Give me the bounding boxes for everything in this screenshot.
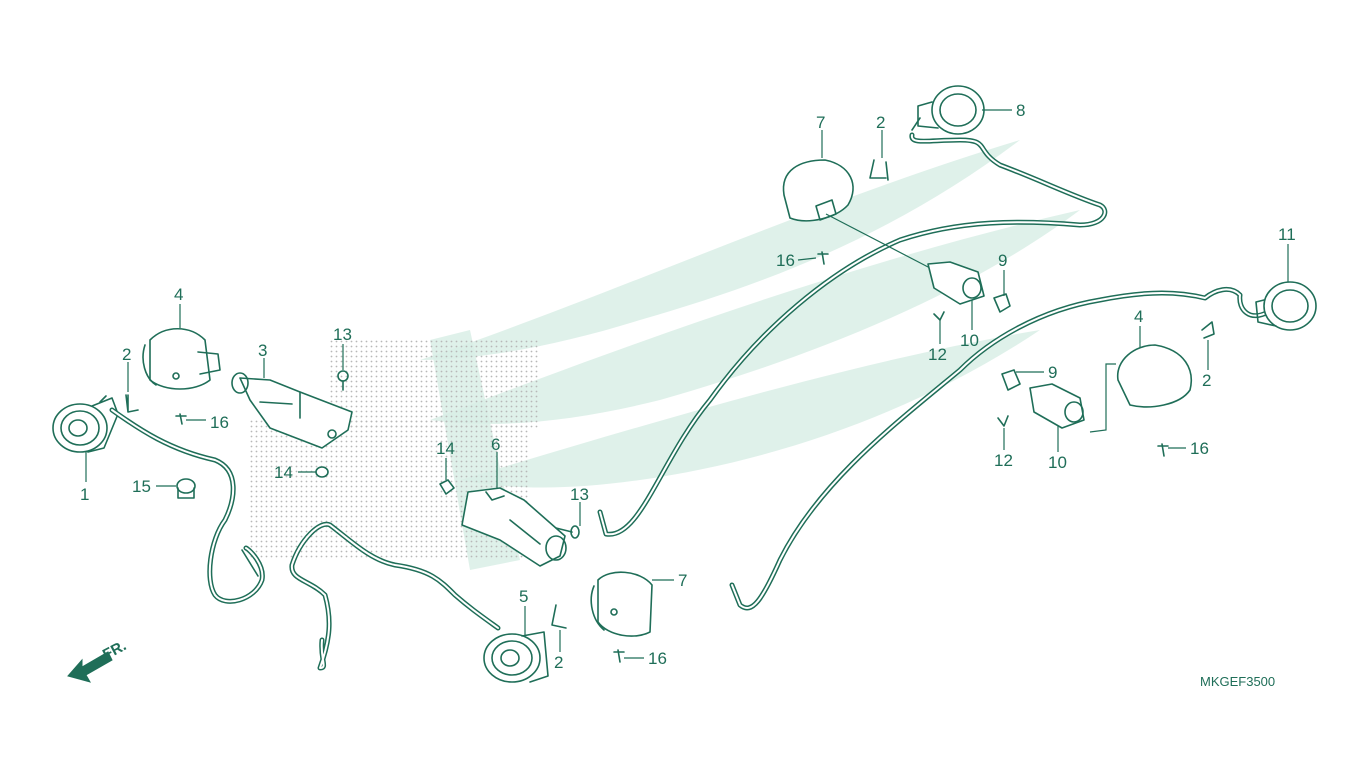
screw-12-upper (933, 311, 945, 321)
callout-2-left: 2 (122, 345, 131, 364)
screw-16-right (1157, 443, 1169, 457)
callout-14-center: 14 (436, 439, 455, 458)
clip-bracket-upper (869, 159, 889, 181)
watermark-wing-lower (460, 330, 1040, 488)
rear-upper-lens-cover (782, 159, 854, 222)
callout-15: 15 (132, 477, 151, 496)
screw-16-upper (817, 251, 829, 265)
rear-upper-signal-lamp (911, 85, 985, 135)
front-right-wire (289, 521, 501, 671)
front-direction-arrow: FR. (67, 637, 129, 683)
callout-13-left: 13 (333, 325, 352, 344)
diagram-code: MKGEF3500 (1200, 674, 1275, 689)
callout-16-right: 16 (1190, 439, 1209, 458)
front-left-wire (109, 407, 265, 604)
rear-harness-long-wire (597, 132, 1108, 537)
rear-right-lens-cover (1117, 344, 1192, 408)
callout-12-upper: 12 (928, 345, 947, 364)
rear-right-socket (1029, 363, 1116, 433)
rear-upper-socket (825, 213, 985, 305)
callout-16-left: 16 (210, 413, 229, 432)
clip-bracket-left (125, 394, 139, 413)
callout-8: 8 (1016, 101, 1025, 120)
clip-bracket-center (551, 604, 567, 629)
callout-2-right: 2 (1202, 371, 1211, 390)
front-right-lens-cover (590, 571, 653, 637)
callout-7-center: 7 (678, 571, 687, 590)
clip-9-right (1001, 369, 1021, 391)
watermark-wing-upper (420, 140, 1020, 360)
watermark-wing (250, 140, 1080, 570)
nut-14-left (315, 466, 329, 478)
screw-12-right (997, 415, 1009, 427)
callout-10-upper: 10 (960, 331, 979, 350)
clip-9-upper (993, 293, 1011, 313)
callout-2-center: 2 (554, 653, 563, 672)
callout-9-right: 9 (1048, 363, 1057, 382)
callout-1: 1 (80, 485, 89, 504)
front-arrow-icon (67, 651, 113, 683)
callout-9-upper: 9 (998, 251, 1007, 270)
callout-3: 3 (258, 341, 267, 360)
front-left-signal-lamp (52, 395, 119, 453)
screw-16-center (613, 649, 625, 663)
callout-6: 6 (491, 435, 500, 454)
callout-5: 5 (519, 587, 528, 606)
rear-right-wire (729, 286, 1271, 611)
front-right-socket-housing (461, 487, 567, 567)
rear-right-signal-lamp (1255, 281, 1317, 331)
screw-13-center (555, 525, 580, 539)
callout-11: 11 (1278, 225, 1296, 244)
callout-labels: 1 2 3 4 13 16 14 15 14 6 13 5 2 7 16 7 2… (80, 101, 1296, 672)
callout-2-upper: 2 (876, 113, 885, 132)
clip-bracket-right (1201, 321, 1215, 339)
callout-4-right: 4 (1134, 307, 1143, 326)
watermark-wing-middle (430, 210, 1080, 424)
callout-14-left: 14 (274, 463, 293, 482)
front-right-signal-lamp (483, 631, 549, 683)
leader-lines (85, 109, 1289, 659)
callout-16-center: 16 (648, 649, 667, 668)
callout-16-upper: 16 (776, 251, 795, 270)
callout-4-left: 4 (174, 285, 183, 304)
callout-13-center: 13 (570, 485, 589, 504)
front-left-lens-cover (142, 328, 221, 390)
nut-14-center (439, 479, 455, 495)
screw-13-left (337, 370, 349, 391)
callout-12-right: 12 (994, 451, 1013, 470)
front-left-socket-housing (231, 372, 353, 449)
callout-10-right: 10 (1048, 453, 1067, 472)
grommet-15 (176, 478, 196, 499)
callout-7-upper: 7 (816, 113, 825, 132)
screw-16-left (175, 413, 187, 425)
